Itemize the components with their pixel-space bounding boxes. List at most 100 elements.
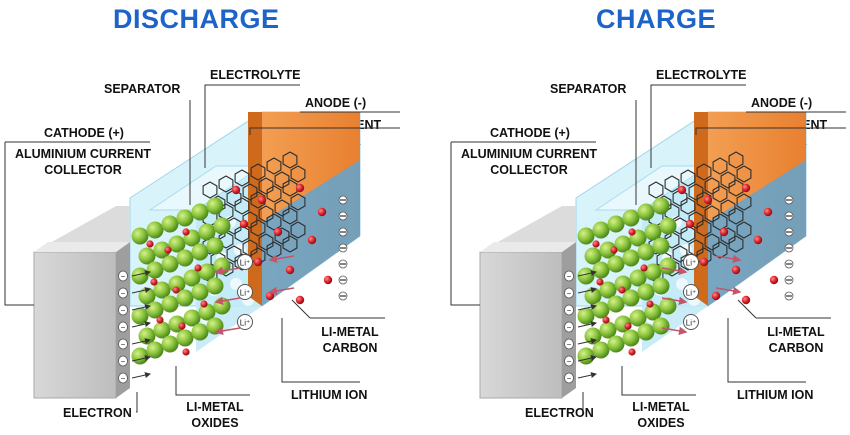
graphene-cell <box>282 151 298 169</box>
graphene-cell <box>290 165 306 183</box>
graphene-cell <box>266 213 282 231</box>
li-metal-oxide-particle <box>644 263 662 281</box>
li-metal-oxide-particle <box>191 243 209 261</box>
li-metal-oxide-particle <box>161 215 179 233</box>
lithium-ion <box>182 228 190 236</box>
li-metal-oxide-particle <box>599 321 617 339</box>
label-electron: ELECTRON <box>525 406 594 420</box>
leader-li-metal-carbon-diag <box>737 299 757 319</box>
li-metal-oxide-particle <box>652 237 670 255</box>
lithium-ion <box>295 183 305 193</box>
lithium-ion <box>646 300 654 308</box>
leader-electron <box>582 392 584 413</box>
lithium-ion <box>164 246 172 254</box>
electron-marker <box>564 270 574 282</box>
leader-li-metal-oxides <box>175 366 250 396</box>
electron-marker <box>118 304 128 316</box>
electron-arrow <box>131 355 151 362</box>
electron-arrow <box>577 321 597 328</box>
label-li-metal-carbon: LI-METAL CARBON <box>321 325 379 355</box>
graphene-cell <box>250 163 266 181</box>
graphene-cell <box>274 199 290 217</box>
label-cathode: CATHODE (+) <box>44 126 124 140</box>
graphene-cell <box>258 205 274 223</box>
li-metal-oxide-particle <box>138 287 156 305</box>
graphene-cell <box>242 183 258 201</box>
li-metal-oxide-particle <box>637 203 655 221</box>
li-metal-oxide-particle <box>584 247 602 265</box>
li-metal-oxide-particle <box>607 215 625 233</box>
li-metal-oxide-particle <box>131 227 149 245</box>
leader-li-metal-carbon-diag <box>291 299 311 319</box>
li-metal-oxide-particle <box>577 307 595 325</box>
graphene-cell <box>712 213 728 231</box>
ion-badge <box>683 314 699 330</box>
graphene-cell <box>712 157 728 175</box>
lithium-ion <box>602 316 610 324</box>
lithium-ion <box>150 278 158 286</box>
li-metal-oxide-particle <box>652 317 670 335</box>
leader-lithium-ion <box>727 318 806 383</box>
graphene-cell <box>712 185 728 203</box>
lithium-ion <box>618 286 626 294</box>
lithium-ion <box>200 300 208 308</box>
graphene-cell <box>720 171 736 189</box>
cathode-aluminium-collector <box>479 251 563 399</box>
graphene-cell <box>290 193 306 211</box>
li-metal-oxide-particle <box>138 247 156 265</box>
graphene-cell <box>250 219 266 237</box>
li-metal-oxide-particle <box>206 317 224 335</box>
cathode-collector-lid <box>480 242 576 252</box>
lithium-ion <box>178 322 186 330</box>
electron-arrow <box>131 372 151 379</box>
ion-badge-label: Li⁺ <box>686 319 696 328</box>
electron-marker <box>118 338 128 350</box>
graphene-cell <box>728 235 744 253</box>
ion-flow-arrow <box>661 266 688 275</box>
graphene-cell <box>680 197 696 215</box>
li-metal-oxide-particle <box>168 235 186 253</box>
ion-flow-arrow <box>661 326 688 335</box>
li-metal-oxide-particle <box>146 301 164 319</box>
lithium-ion <box>741 183 751 193</box>
electron-marker <box>564 304 574 316</box>
electron-marker <box>118 270 128 282</box>
li-metal-oxide-particle <box>176 289 194 307</box>
electron-marker <box>564 338 574 350</box>
graphene-cell <box>234 197 250 215</box>
graphene-cell <box>680 169 696 187</box>
lithium-ion <box>307 235 317 245</box>
lithium-ion <box>640 264 648 272</box>
li-metal-oxide-particle <box>607 295 625 313</box>
electron-symbol: − <box>121 272 126 281</box>
lithium-ion <box>596 278 604 286</box>
lithium-ion <box>257 195 267 205</box>
graphene-cell <box>704 233 720 251</box>
graphene-cell <box>672 245 688 263</box>
graphene-cell <box>250 191 266 209</box>
graphene-cell <box>688 183 704 201</box>
li-metal-oxide-particle <box>577 227 595 245</box>
lithium-ion <box>182 348 190 356</box>
leader-electrolyte <box>204 84 300 168</box>
graphene-cell <box>736 165 752 183</box>
graphene-cell <box>218 231 234 249</box>
electron-arrow <box>577 355 597 362</box>
li-metal-oxide-particle <box>198 223 216 241</box>
graphene-cell <box>696 191 712 209</box>
li-metal-oxide-particle <box>644 303 662 321</box>
li-metal-oxide-particle <box>592 221 610 239</box>
electron-arrow <box>577 304 597 311</box>
graphene-cell <box>226 245 242 263</box>
li-metal-oxide-particle <box>161 295 179 313</box>
graphene-cell <box>234 169 250 187</box>
lithium-ion <box>253 257 263 267</box>
label-electrolyte: ELECTROLYTE <box>210 68 301 82</box>
li-metal-oxide-particle <box>622 289 640 307</box>
lithium-ion <box>769 275 779 285</box>
label-li-metal-oxides: LI-METAL OXIDES <box>632 400 690 430</box>
graphene-cell <box>258 233 274 251</box>
graphene-cell <box>282 207 298 225</box>
graphene-cell <box>736 221 752 239</box>
lithium-ion <box>719 227 729 237</box>
